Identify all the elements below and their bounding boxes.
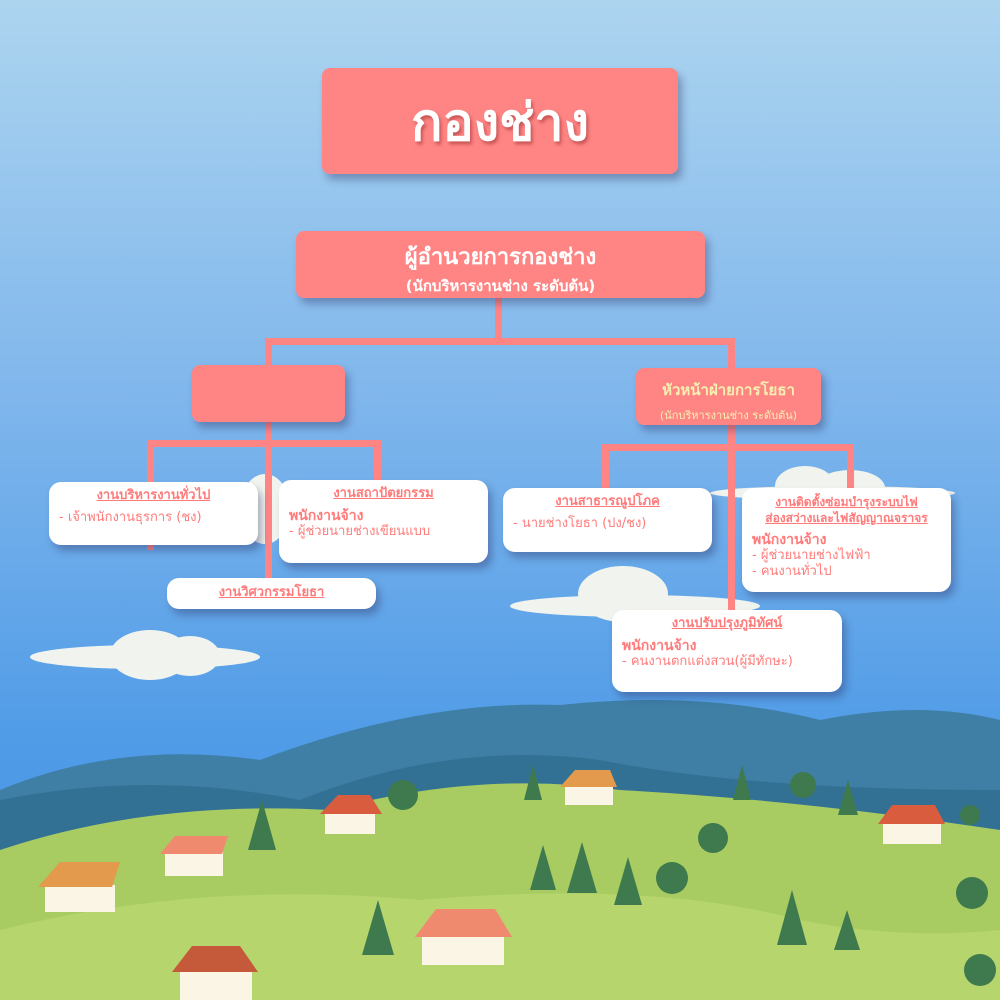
right-head-box: หัวหน้าฝ่ายการโยธา (นักบริหารงานช่าง ระด… xyxy=(636,368,821,425)
connector-line xyxy=(728,338,735,370)
director-title: ผู้อำนวยการกองช่าง xyxy=(404,245,597,270)
connector-line xyxy=(847,444,854,490)
connector-line xyxy=(147,440,381,447)
left-head-box xyxy=(192,365,345,422)
houses xyxy=(38,770,945,1000)
page-title-box: กองช่าง xyxy=(322,68,678,174)
unit-title: งานติดตั้งซ่อมบำรุงระบบไฟ xyxy=(775,495,918,509)
staff-label: พนักงานจ้าง xyxy=(752,532,827,548)
unit-civil-engineering: งานวิศวกรรมโยธา xyxy=(167,578,376,609)
cloud xyxy=(160,636,220,676)
trees xyxy=(248,765,996,986)
connector-line xyxy=(265,338,272,368)
unit-architecture: งานสถาปัตยกรรม พนักงานจ้าง - ผู้ช่วยนายช… xyxy=(279,480,488,563)
unit-item: - คนงานตกแต่งสวน(ผู้มีทักษะ) xyxy=(622,654,793,669)
unit-landscape: งานปรับปรุงภูมิทัศน์ พนักงานจ้าง - คนงาน… xyxy=(612,610,842,692)
unit-title: งานสาธารณูปโภค xyxy=(555,494,660,509)
staff-label: พนักงานจ้าง xyxy=(622,638,697,654)
unit-item: - ผู้ช่วยนายช่างไฟฟ้า xyxy=(752,548,871,563)
staff-label: พนักงานจ้าง xyxy=(289,508,364,524)
unit-item: - นายช่างโยธา (ปง/ชง) xyxy=(513,516,647,531)
unit-utilities: งานสาธารณูปโภค - นายช่างโยธา (ปง/ชง) xyxy=(503,488,712,552)
unit-item: - ผู้ช่วยนายช่างเขียนแบบ xyxy=(289,524,431,539)
page-title: กองช่าง xyxy=(411,92,589,153)
connector-line xyxy=(265,338,735,345)
connector-line xyxy=(265,420,272,580)
unit-title: งานสถาปัตยกรรม xyxy=(333,486,434,501)
unit-item: - เจ้าพนักงานธุรการ (ชง) xyxy=(59,510,202,525)
unit-item: - คนงานทั่วไป xyxy=(752,564,832,579)
director-box: ผู้อำนวยการกองช่าง (นักบริหารงานช่าง ระด… xyxy=(296,231,705,298)
connector-line xyxy=(728,423,735,611)
unit-general-admin: งานบริหารงานทั่วไป - เจ้าพนักงานธุรการ (… xyxy=(49,482,258,545)
connector-line xyxy=(602,444,609,490)
right-head-title: หัวหน้าฝ่ายการโยธา xyxy=(662,381,795,399)
unit-title: งานปรับปรุงภูมิทัศน์ xyxy=(671,616,783,631)
right-head-subtitle: (นักบริหารงานช่าง ระดับต้น) xyxy=(659,409,798,422)
unit-title-line2: ส่องสว่างและไฟสัญญาณจราจร xyxy=(765,511,928,525)
unit-title: งานบริหารงานทั่วไป xyxy=(96,488,211,503)
unit-lighting-traffic: งานติดตั้งซ่อมบำรุงระบบไฟ ส่องสว่างและไฟ… xyxy=(742,488,951,592)
connector-line xyxy=(495,296,502,342)
director-subtitle: (นักบริหารงานช่าง ระดับต้น) xyxy=(405,277,596,295)
connector-line xyxy=(602,444,854,451)
connector-line xyxy=(374,440,381,482)
unit-title: งานวิศวกรรมโยธา xyxy=(218,585,325,600)
